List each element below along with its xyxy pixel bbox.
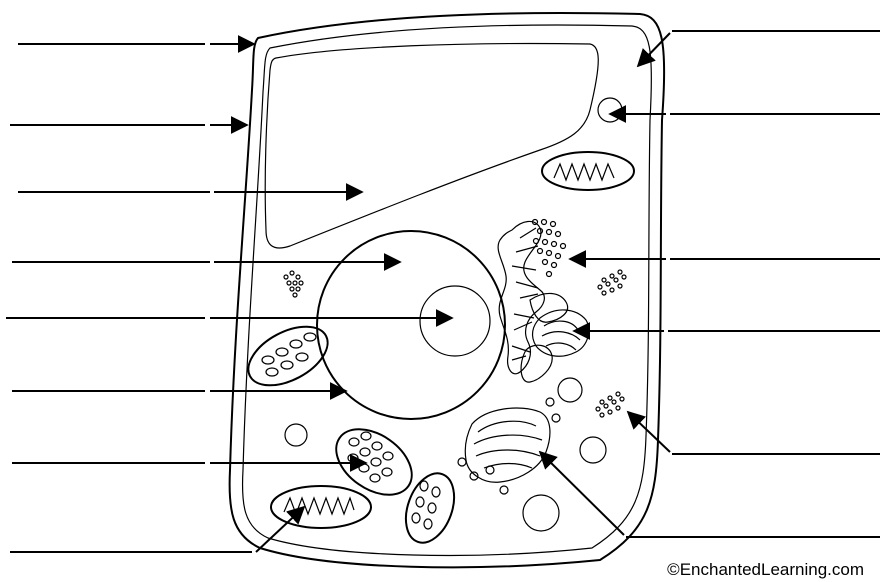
golgi-apparatus-lower <box>458 398 560 494</box>
copyright-credit: ©EnchantedLearning.com <box>667 560 864 580</box>
mitochondrion-top-right <box>542 152 634 190</box>
arrow-golgi-lower <box>540 452 624 535</box>
vacuole <box>265 44 598 249</box>
chloroplast-bottom <box>397 467 463 550</box>
mitochondrion-bottom-left <box>271 486 371 528</box>
ribosomes-on-er <box>533 220 566 277</box>
arrow-cytoplasm <box>638 33 670 66</box>
nucleolus <box>420 286 490 356</box>
cell-wall <box>230 13 665 567</box>
vesicle-right-1 <box>558 378 582 402</box>
arrow-ribosomes <box>628 412 670 452</box>
vesicle-bottom <box>523 495 559 531</box>
ribosomes-lower-right <box>596 392 624 417</box>
chloroplast-left <box>239 315 337 398</box>
vesicle-top-right <box>598 98 622 122</box>
ribosomes-right <box>598 270 626 295</box>
vesicle-right-2 <box>580 437 606 463</box>
rough-endoplasmic-reticulum <box>498 221 567 373</box>
ribosomes-left <box>284 271 303 297</box>
vesicle-left <box>285 424 307 446</box>
